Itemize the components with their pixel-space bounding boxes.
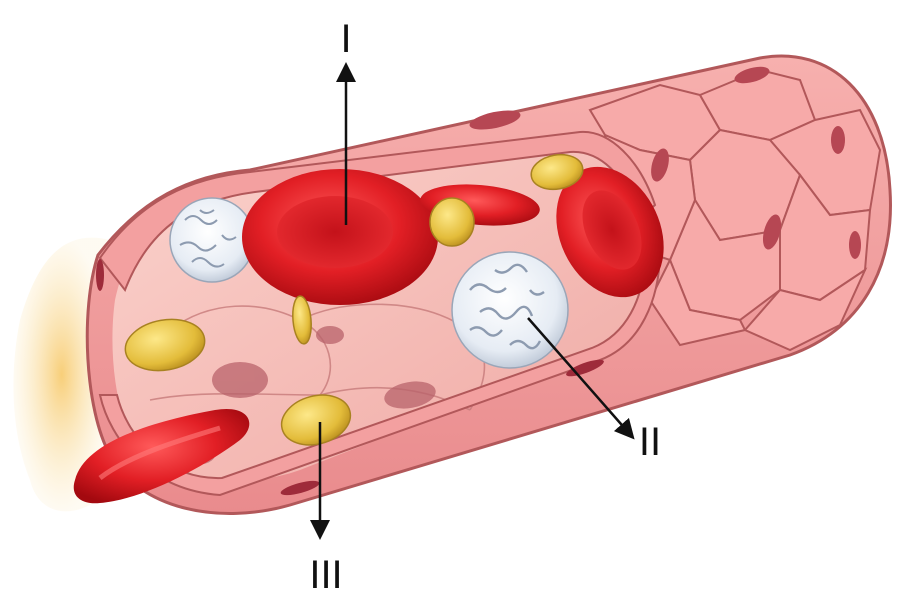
red-blood-cell-floating — [73, 408, 250, 504]
arrow-label-2 — [527, 317, 635, 440]
label-3: III — [309, 553, 342, 597]
platelets — [124, 153, 584, 446]
red-blood-cell-main — [242, 169, 438, 305]
white-blood-cell-left — [169, 197, 255, 283]
red-blood-cell-right — [556, 166, 664, 298]
label-arrows — [310, 62, 635, 540]
vessel-glow — [13, 237, 110, 512]
endothelial-cells — [588, 68, 882, 352]
red-blood-cells — [73, 166, 664, 504]
white-blood-cell-main — [451, 251, 569, 369]
endothelial-nuclei — [469, 66, 861, 259]
label-2: II — [639, 420, 661, 464]
label-1: I — [340, 17, 351, 61]
